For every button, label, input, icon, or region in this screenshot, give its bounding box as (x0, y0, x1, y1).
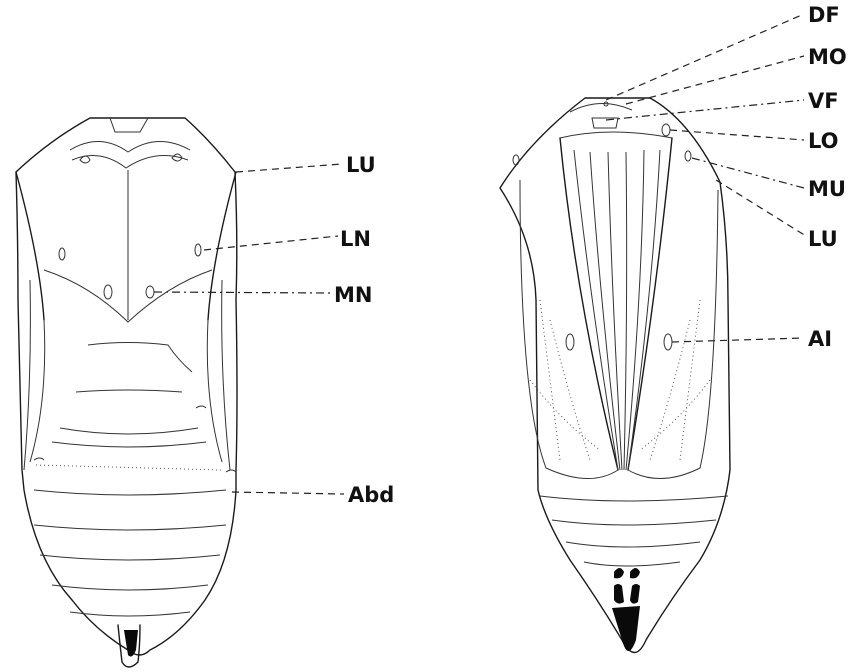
right-pupa-ventral-view (500, 98, 730, 653)
label-lu-right: LU (808, 227, 838, 251)
label-lu-left: LU (346, 153, 376, 177)
label-mu: MU (808, 177, 846, 201)
label-abd: Abd (348, 483, 394, 507)
labels: LU LN MN Abd DF MO VF LO MU LU AI (334, 3, 847, 507)
label-mn: MN (334, 283, 372, 307)
label-ai: AI (808, 327, 832, 351)
label-ln: LN (340, 227, 371, 251)
label-df: DF (808, 3, 840, 27)
left-pupa-dorsal-view (16, 118, 237, 667)
label-lo: LO (808, 129, 839, 153)
label-vf: VF (808, 89, 839, 113)
leader-lines (154, 14, 806, 494)
label-mo: MO (808, 45, 847, 69)
